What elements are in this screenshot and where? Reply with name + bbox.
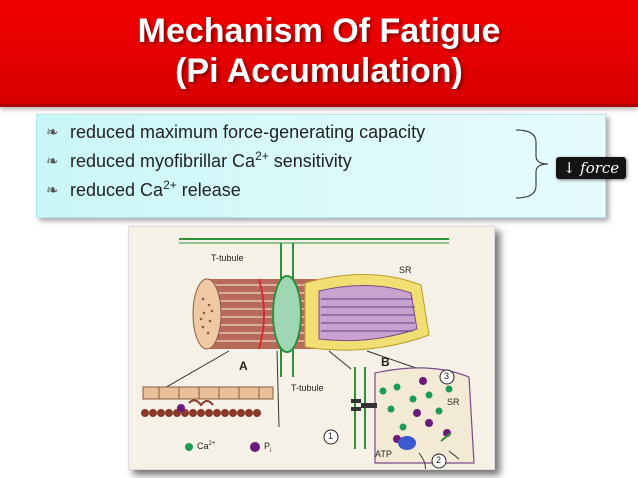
- bullet-text: reduced myofibrillar Ca: [70, 151, 256, 171]
- step-3-label: 3: [444, 371, 450, 381]
- legend-pi-text: P: [264, 441, 271, 451]
- leaf-bullet-icon: ❧: [46, 181, 59, 199]
- superscript: 2+: [255, 149, 269, 163]
- t-tubule-label-top: T-tubule: [211, 253, 244, 263]
- diagram-graphic: [141, 238, 475, 469]
- legend-pi-label: Pi: [264, 441, 271, 454]
- step-1-label: 1: [328, 431, 334, 441]
- leaf-bullet-icon: ❧: [46, 152, 59, 170]
- bullet-item-2: ❧ reduced myofibrillar Ca2+ sensitivity: [44, 147, 504, 176]
- bullet-item-1: ❧ reduced maximum force-generating capac…: [44, 118, 504, 147]
- bullet-text-tail: sensitivity: [268, 151, 352, 171]
- superscript: 2+: [163, 178, 177, 192]
- step-2-label: 2: [436, 455, 442, 465]
- legend-pi-sub: i: [270, 447, 272, 454]
- sr-label-top: SR: [399, 265, 412, 275]
- title-bar: Mechanism Of Fatigue (Pi Accumulation): [0, 0, 638, 107]
- legend-ca-text: Ca: [197, 441, 209, 451]
- bullet-list: ❧ reduced maximum force-generating capac…: [44, 118, 504, 205]
- muscle-fatigue-diagram: T-tubule SR A B T-tubule SR 3 1 2 ATP Ca…: [128, 226, 495, 470]
- bullet-item-3: ❧ reduced Ca2+ release: [44, 176, 504, 205]
- force-result-label: ↓ force: [556, 157, 626, 179]
- curly-bracket-icon: [515, 129, 549, 199]
- legend-ca-label: Ca2+: [197, 441, 215, 451]
- slide-title-line-1: Mechanism Of Fatigue: [137, 12, 501, 50]
- bullet-text: reduced Ca: [70, 180, 164, 200]
- legend-ca-sup: 2+: [208, 441, 216, 447]
- slide-title-line-2: (Pi Accumulation): [175, 52, 463, 90]
- inset-a-label: A: [239, 359, 248, 373]
- sr-label-right: SR: [447, 397, 460, 407]
- bullet-text-tail: release: [176, 180, 241, 200]
- bullet-text: reduced maximum force-generating capacit…: [70, 122, 426, 142]
- inset-b-label: B: [381, 355, 390, 369]
- bullet-content-box: [36, 114, 606, 218]
- t-tubule-label-mid: T-tubule: [291, 383, 324, 393]
- leaf-bullet-icon: ❧: [46, 123, 59, 141]
- atp-label: ATP: [375, 449, 392, 459]
